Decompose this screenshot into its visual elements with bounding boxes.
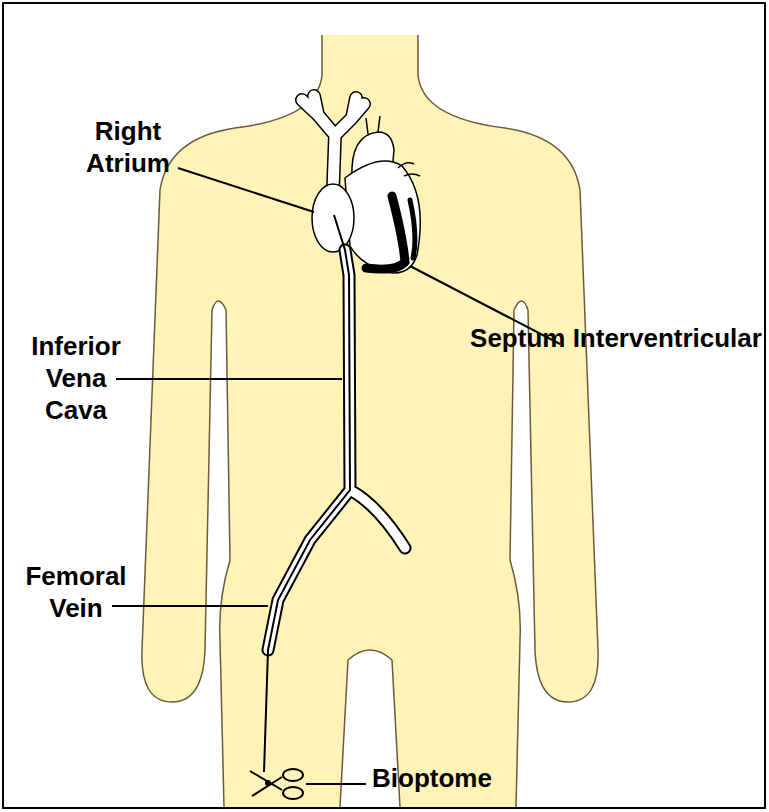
body-fill xyxy=(142,35,598,807)
aortic-branch xyxy=(366,116,380,134)
leader-lines xyxy=(112,168,560,784)
frame xyxy=(3,3,765,808)
septum-interventricular xyxy=(366,196,405,269)
bioptome-scissors xyxy=(250,769,303,799)
inferior-vena-cava xyxy=(268,250,405,650)
heart xyxy=(345,161,420,273)
catheter xyxy=(264,215,350,772)
body-outline xyxy=(142,35,598,807)
ventricle-wall xyxy=(410,200,415,258)
part-label: Septum Interventricular xyxy=(470,322,762,354)
part-label: Bioptome xyxy=(372,762,592,794)
right-atrium xyxy=(312,184,354,252)
part-label: Right Atrium xyxy=(78,115,178,179)
part-label: Femoral Vein xyxy=(16,560,136,624)
heart-vessel xyxy=(398,163,420,176)
part-label: Inferior Vena Cava xyxy=(18,330,134,426)
